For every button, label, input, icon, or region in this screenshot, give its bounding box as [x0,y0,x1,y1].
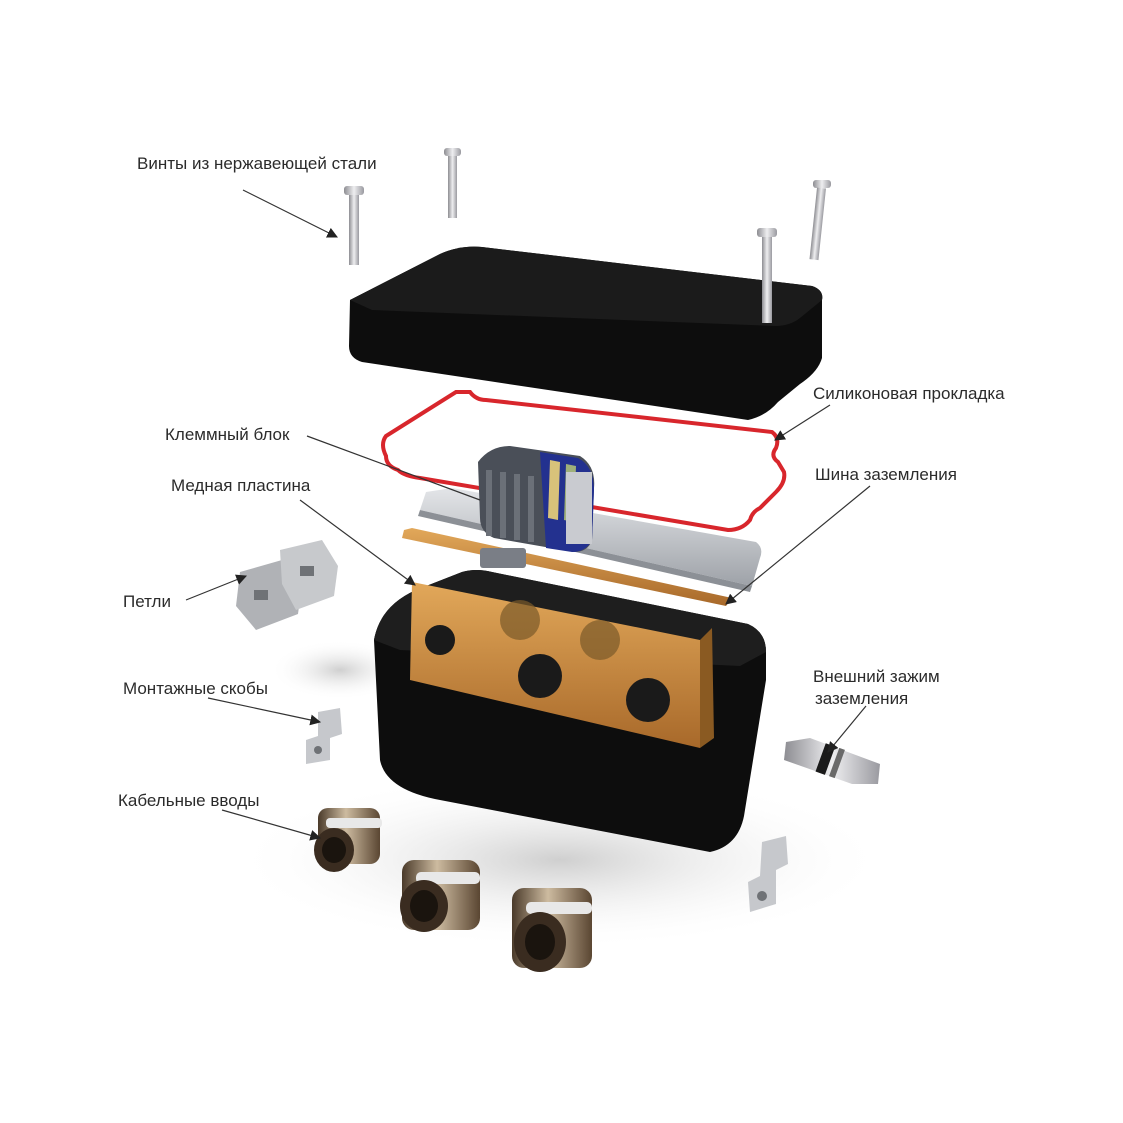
screw-4 [809,180,831,261]
leader-brackets [207,697,322,726]
copper-plate [410,582,714,748]
ground-bus-bar [402,528,732,606]
leader-hinges [185,574,248,601]
mounting-bracket-right [748,836,788,912]
screw-2 [444,148,461,218]
leader-ground-bus [725,485,871,605]
label-ground-bus: Шина заземления [815,465,957,484]
leader-copper-plate [299,499,416,586]
terminal-block [478,446,595,552]
leader-ext-ground [827,705,867,753]
label-terminal-block: Клеммный блок [165,425,290,444]
leader-cable-glands [221,809,322,841]
label-brackets: Монтажные скобы [123,679,268,698]
leader-gasket [774,404,831,441]
external-ground-clamp [784,738,880,784]
label-ext-ground-line1: Внешний зажим [813,667,940,686]
cable-gland-1 [314,808,382,872]
hinges [236,540,338,630]
cable-gland-3 [512,888,592,972]
screw-1 [344,186,364,265]
label-ext-ground-line2: заземления [815,689,908,708]
leader-screws [242,189,338,238]
label-screws: Винты из нержавеющей стали [137,154,377,173]
label-gasket: Силиконовая прокладка [813,384,1005,403]
label-copper-plate: Медная пластина [171,476,311,495]
screw-3 [757,228,777,323]
mounting-bracket-left [306,708,342,764]
leader-terminal-block [306,435,481,501]
label-cable-glands: Кабельные вводы [118,791,259,810]
cable-gland-2 [400,860,480,932]
enclosure-lid [349,246,823,420]
label-hinges: Петли [123,592,171,611]
